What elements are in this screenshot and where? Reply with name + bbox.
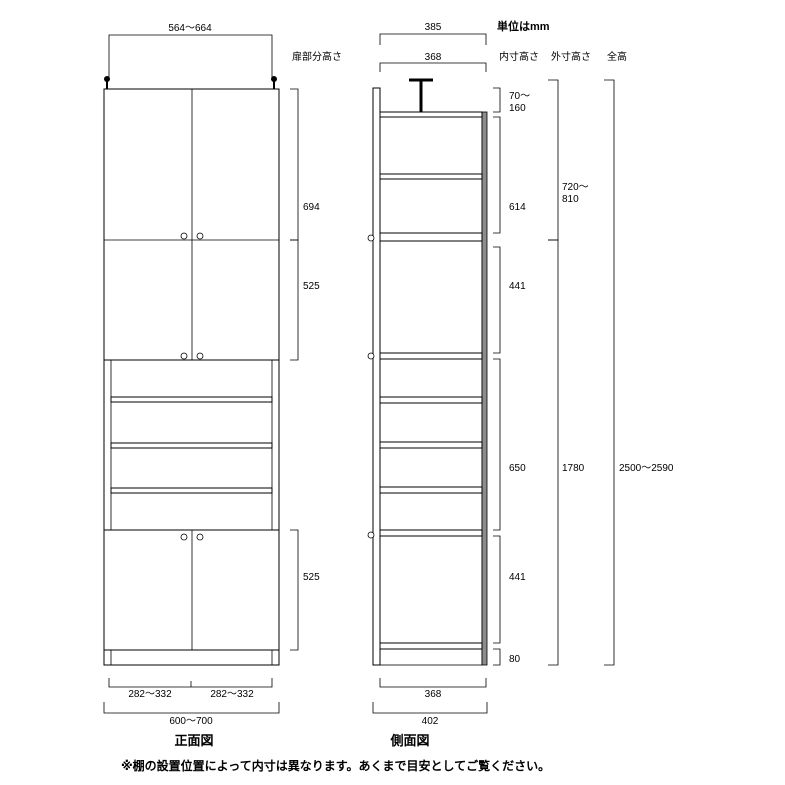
door-knob — [180, 352, 188, 360]
side-shelf — [379, 352, 483, 360]
ceiling-prop — [409, 78, 433, 112]
inner-height-bracket — [493, 87, 501, 113]
side-shelf — [379, 173, 483, 180]
total-height-column-header: 全高 — [607, 50, 627, 63]
top-width-label: 564〜664 — [168, 23, 212, 34]
unit-note: 単位はmm — [497, 19, 550, 33]
bottom-outer-depth-line — [372, 702, 488, 714]
side-shelf — [379, 396, 483, 404]
total-width-label: 600〜700 — [169, 716, 213, 727]
bottom-door-width-line — [108, 678, 273, 688]
side-carcass — [379, 111, 483, 666]
door-knob — [196, 533, 204, 541]
total-width-dimension-line — [103, 702, 280, 714]
inner-height-line-2: 160 — [509, 103, 526, 114]
outer-height-column-header: 外寸高さ — [551, 50, 591, 63]
inner-height-bracket — [493, 116, 501, 234]
bottom-inner-depth-line — [379, 678, 487, 688]
inner-depth-dimension-line — [379, 62, 487, 72]
inner-depth-label: 368 — [425, 52, 442, 63]
door-knob — [196, 352, 204, 360]
outer-depth-dimension-line — [379, 33, 487, 45]
side-shelf — [379, 232, 483, 242]
door-height-bracket — [290, 529, 299, 651]
side-view-caption: 側面図 — [389, 733, 429, 748]
inner-height-bracket — [493, 246, 501, 354]
door-height-label: 694 — [303, 202, 320, 213]
outer-height-bracket — [548, 239, 559, 666]
door-width-label: 282〜332 — [128, 689, 172, 700]
side-shelf — [379, 111, 483, 118]
upper-cabinet-body — [103, 88, 280, 361]
door-height-column-header: 扉部分高さ — [292, 50, 342, 63]
door-knob — [367, 531, 375, 539]
plinth-recess — [110, 649, 273, 666]
footnote: ※棚の設置位置によって内寸は異なります。あくまで目安としてご覧ください。 — [121, 758, 550, 773]
lower-cabinet-body — [103, 529, 280, 651]
bottom-inner-depth-label: 368 — [425, 689, 442, 700]
front-view: 564〜664 — [103, 23, 320, 748]
door-knob — [196, 232, 204, 240]
door-knob — [180, 533, 188, 541]
door-knob — [180, 232, 188, 240]
front-view-caption: 正面図 — [174, 733, 213, 748]
inner-height-line-1: 70〜 — [509, 91, 530, 102]
back-panel — [481, 111, 488, 666]
side-shelf — [379, 441, 483, 449]
outer-height-label: 720〜 810 — [562, 182, 591, 205]
inner-height-bracket — [493, 358, 501, 531]
door-height-label: 525 — [303, 572, 320, 583]
outer-height-line-2: 810 — [562, 194, 579, 205]
outer-depth-label: 385 — [425, 22, 442, 33]
inner-height-bracket — [493, 648, 501, 666]
front-shelf — [110, 487, 273, 494]
inner-height-label: 441 — [509, 572, 526, 583]
door-knob — [367, 352, 375, 360]
inner-height-label: 441 — [509, 281, 526, 292]
door-height-bracket — [290, 88, 299, 241]
door-width-label: 282〜332 — [210, 689, 254, 700]
total-height-bracket — [604, 79, 615, 666]
inner-height-label: 650 — [509, 463, 526, 474]
door-knob — [367, 234, 375, 242]
ceiling-anchor-left — [104, 76, 110, 89]
inner-height-label: 614 — [509, 202, 526, 213]
ceiling-anchor-right — [271, 76, 277, 89]
side-shelf — [379, 486, 483, 494]
side-door-edge — [372, 87, 381, 666]
inner-height-label: 70〜 160 — [509, 91, 533, 114]
plinth — [103, 649, 280, 666]
side-shelf — [379, 642, 483, 650]
bottom-outer-depth-label: 402 — [422, 716, 439, 727]
total-height-label: 2500〜2590 — [619, 463, 674, 474]
door-height-bracket — [290, 239, 299, 361]
front-shelf — [110, 396, 273, 403]
inner-height-bracket — [493, 535, 501, 644]
outer-height-bracket — [548, 79, 559, 241]
side-view: 385 368 70〜 160 — [367, 22, 674, 748]
side-shelf — [379, 529, 483, 537]
inner-height-label: 80 — [509, 654, 521, 665]
front-shelf — [110, 442, 273, 449]
inner-height-column-header: 内寸高さ — [499, 50, 539, 63]
outer-height-label: 1780 — [562, 463, 585, 474]
door-height-label: 525 — [303, 281, 320, 292]
outer-height-line-1: 720〜 — [562, 182, 589, 193]
top-width-dimension-line — [108, 34, 273, 80]
